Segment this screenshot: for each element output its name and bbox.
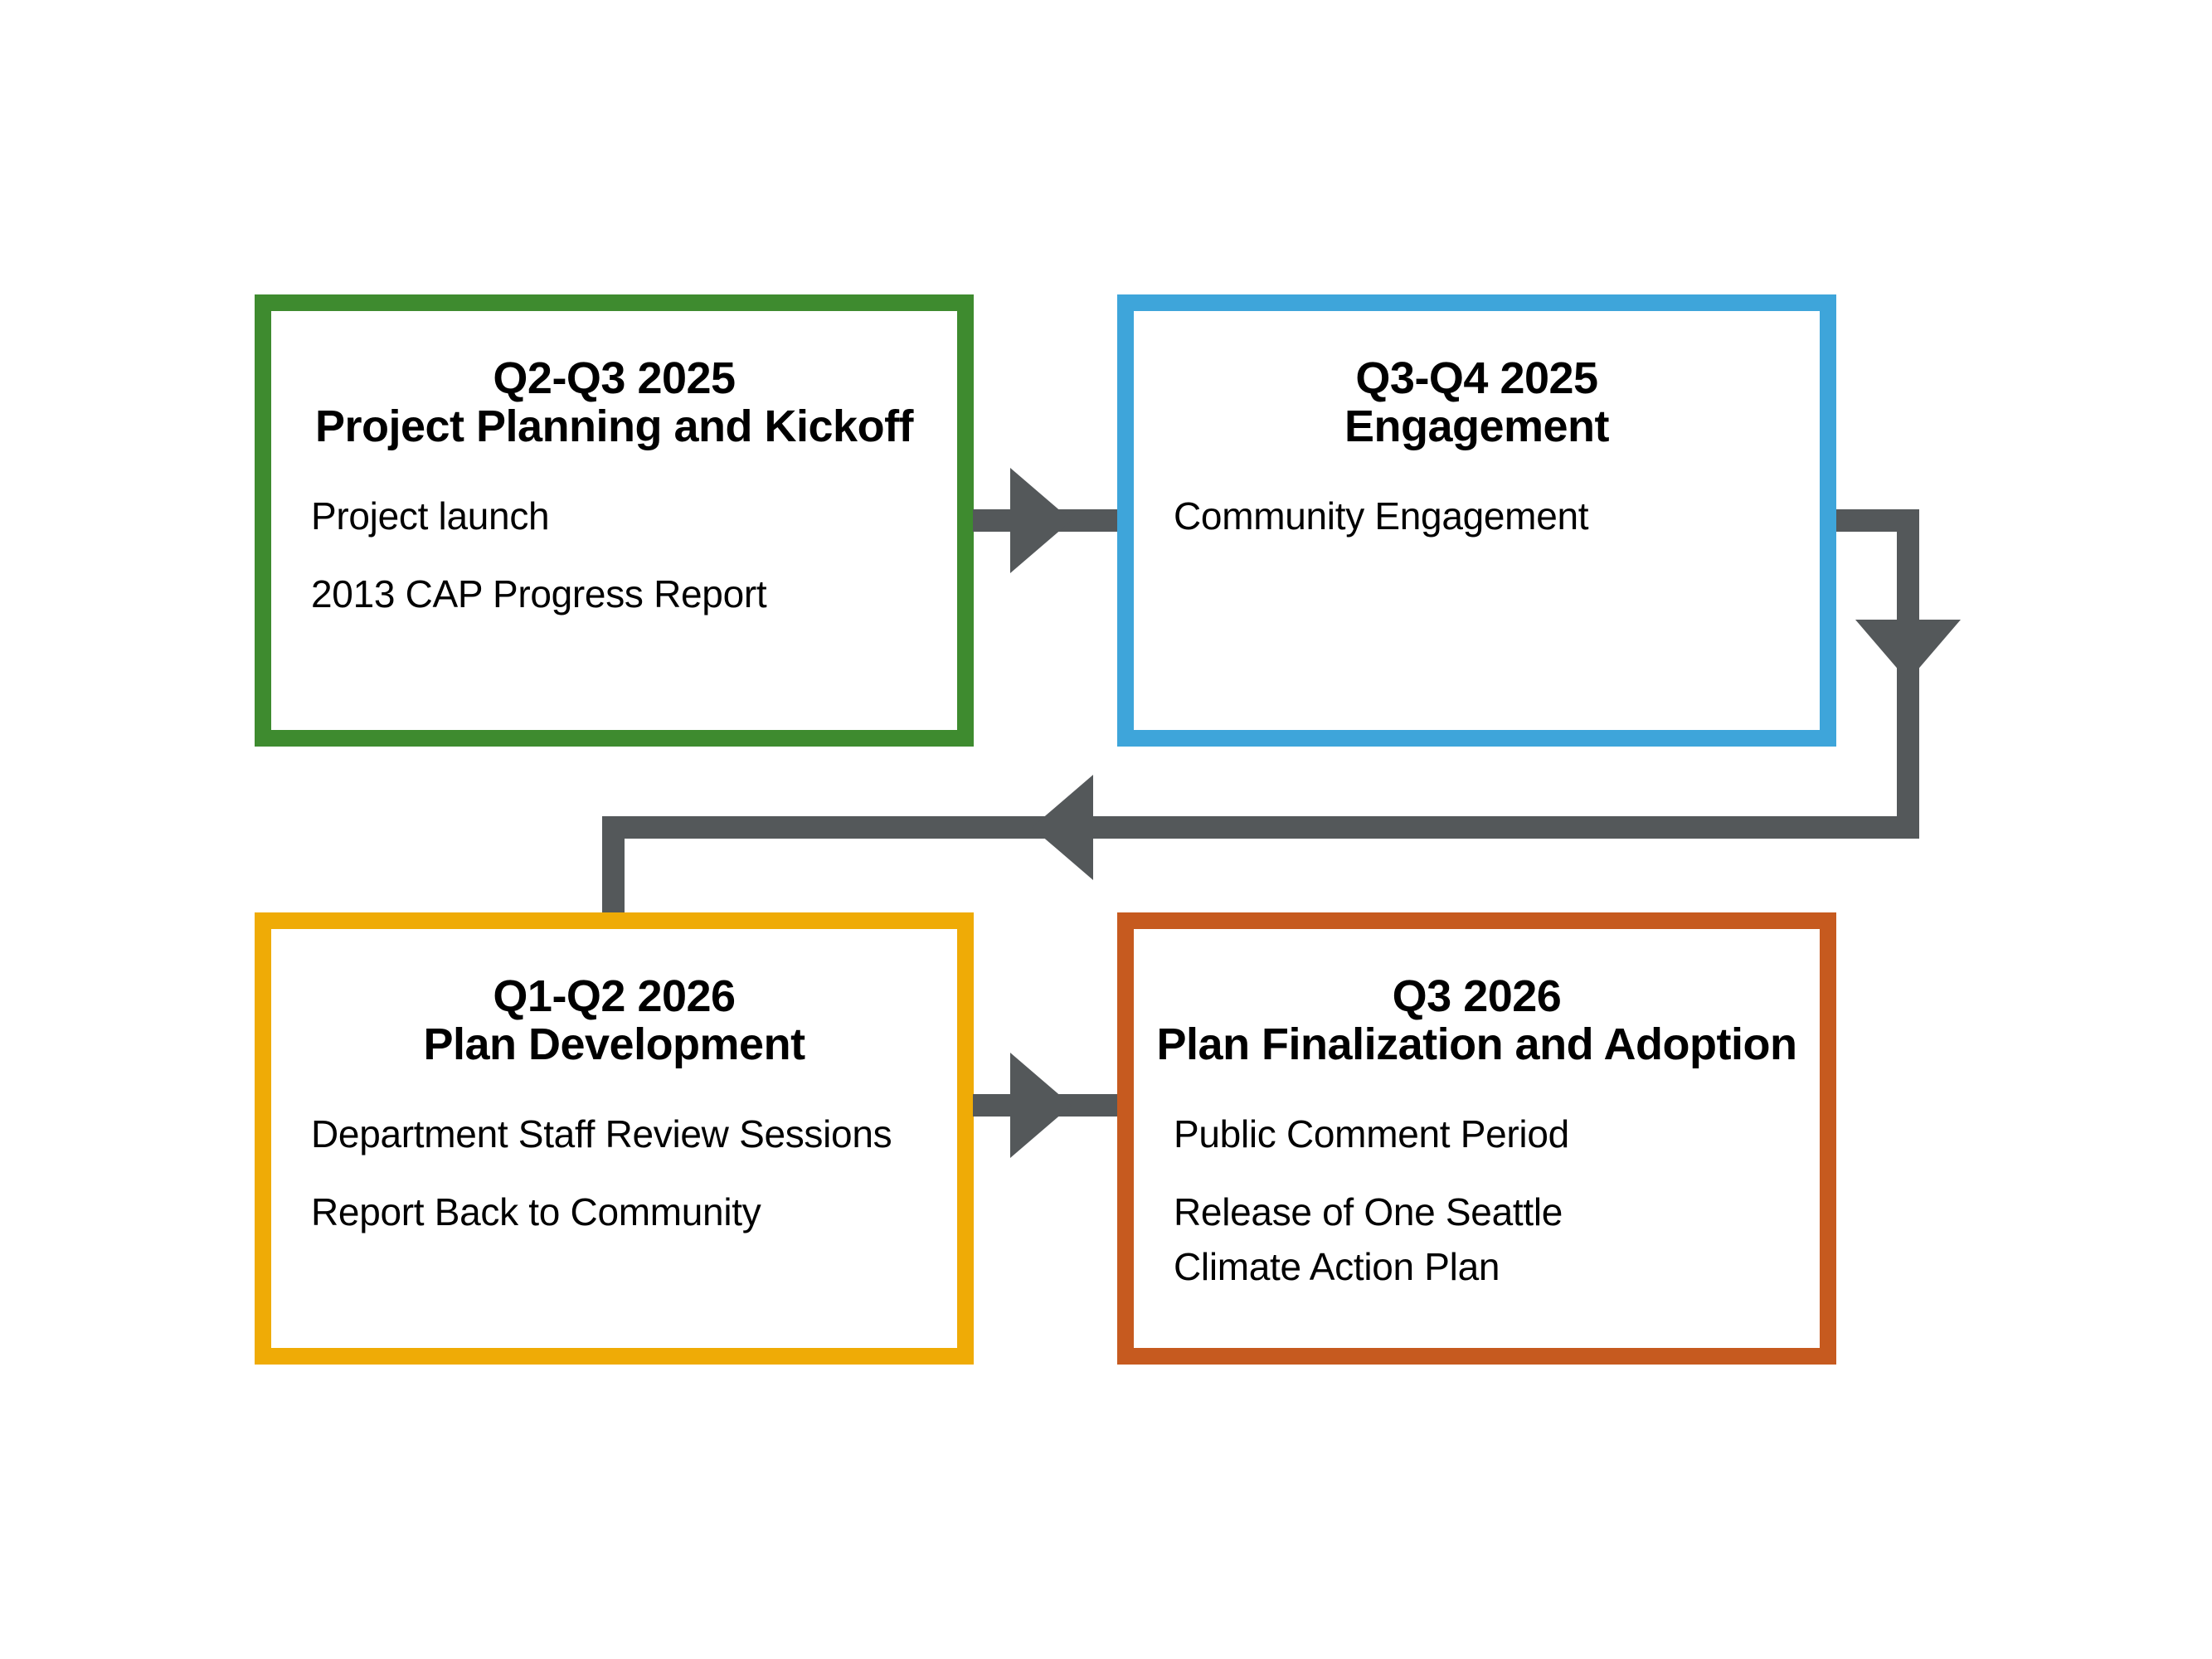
stage-item: Report Back to Community — [311, 1190, 761, 1233]
stage-box-plan-finalization: Q3 2026 Plan Finalization and Adoption P… — [1117, 912, 1836, 1365]
stage-item: Community Engagement — [1174, 494, 1589, 538]
stage-body: Department Staff Review Sessions Report … — [311, 1107, 932, 1239]
stage-heading: Q3-Q4 2025 Engagement — [1134, 354, 1820, 450]
stage-period: Q2-Q3 2025 — [493, 353, 736, 403]
connector-development-entry-segment — [602, 816, 625, 912]
stage-box-plan-development: Q1-Q2 2026 Plan Development Department S… — [255, 912, 974, 1365]
stage-heading: Q3 2026 Plan Finalization and Adoption — [1134, 972, 1820, 1068]
stage-period: Q3-Q4 2025 — [1355, 353, 1598, 403]
stage-heading: Q2-Q3 2025 Project Planning and Kickoff — [271, 354, 957, 450]
arrowhead-left-icon — [1032, 775, 1093, 880]
stage-body: Project launch 2013 CAP Progress Report — [311, 489, 932, 621]
stage-period: Q1-Q2 2026 — [493, 971, 736, 1021]
stage-body: Community Engagement — [1174, 489, 1795, 543]
stage-title: Plan Finalization and Adoption — [1156, 1019, 1797, 1069]
connector-leftward-segment — [602, 816, 1919, 839]
stage-title: Engagement — [1344, 401, 1610, 451]
stage-box-engagement: Q3-Q4 2025 Engagement Community Engageme… — [1117, 294, 1836, 747]
arrowhead-down-icon — [1855, 620, 1961, 681]
stage-item: Department Staff Review Sessions — [311, 1112, 892, 1155]
stage-item: 2013 CAP Progress Report — [311, 572, 767, 615]
stage-item: Public Comment Period — [1174, 1112, 1569, 1155]
arrowhead-right-icon — [1010, 1053, 1072, 1158]
stage-item: Project launch — [311, 494, 550, 538]
stage-title: Plan Development — [423, 1019, 805, 1069]
stage-item: Release of One Seattle Climate Action Pl… — [1174, 1190, 1563, 1288]
stage-title: Project Planning and Kickoff — [314, 401, 914, 451]
stage-body: Public Comment Period Release of One Sea… — [1174, 1107, 1795, 1294]
stage-box-planning: Q2-Q3 2025 Project Planning and Kickoff … — [255, 294, 974, 747]
stage-heading: Q1-Q2 2026 Plan Development — [271, 972, 957, 1068]
arrowhead-right-icon — [1010, 468, 1072, 573]
stage-period: Q3 2026 — [1392, 971, 1562, 1021]
